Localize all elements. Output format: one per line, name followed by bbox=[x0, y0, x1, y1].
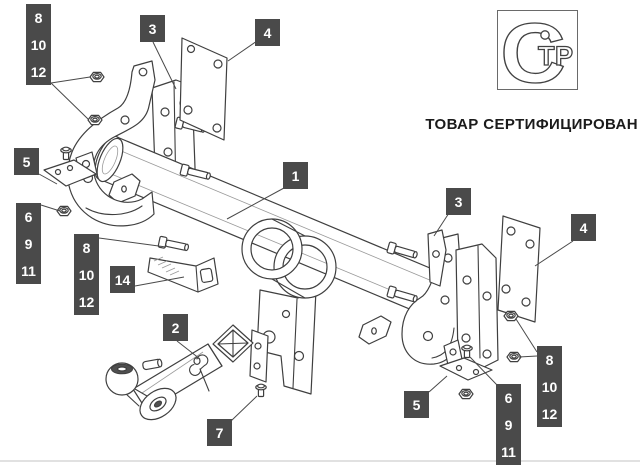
part-label-5: 5 bbox=[404, 391, 429, 418]
tube-clamp-collar bbox=[241, 218, 337, 299]
part-label-10: 10 bbox=[74, 261, 99, 288]
nut-right-lower bbox=[506, 351, 522, 363]
receiver-socket bbox=[212, 324, 254, 363]
nut-left-top-1 bbox=[89, 71, 105, 83]
part-label-8: 8 bbox=[26, 4, 51, 31]
tube-strap-clamp-left bbox=[108, 173, 141, 204]
part-label-11: 11 bbox=[496, 438, 521, 465]
part-label-7: 7 bbox=[207, 419, 232, 446]
part-label-11: 11 bbox=[16, 257, 41, 284]
part-label-14: 14 bbox=[110, 266, 135, 293]
part-label-3: 3 bbox=[446, 188, 471, 215]
logo-head-dot-icon bbox=[540, 30, 550, 40]
left-curved-bracket bbox=[67, 60, 156, 227]
nut-left-top-2 bbox=[87, 114, 103, 126]
receiver-flange bbox=[249, 329, 269, 383]
part-label-1: 1 bbox=[283, 162, 308, 189]
part-label-9: 9 bbox=[16, 230, 41, 257]
part-label-8: 8 bbox=[74, 234, 99, 261]
logo-border bbox=[497, 10, 578, 90]
ball-mount-boss bbox=[139, 387, 177, 421]
bolt-part-14 bbox=[157, 235, 191, 254]
screw-7 bbox=[255, 383, 267, 398]
part-label-5: 5 bbox=[14, 148, 39, 175]
nut-right-bracket bbox=[458, 388, 474, 400]
part-label-12: 12 bbox=[26, 58, 51, 85]
part-label-6: 6 bbox=[16, 203, 41, 230]
retainer-clip bbox=[189, 354, 210, 392]
part-label-10: 10 bbox=[26, 31, 51, 58]
logo-letter-c: С bbox=[500, 10, 566, 90]
part-label-2: 2 bbox=[163, 314, 188, 341]
right-mounting-plate bbox=[497, 215, 541, 323]
right-angle-bracket bbox=[439, 339, 493, 381]
certification-caption: ТОВАР СЕРТИФИЦИРОВАН bbox=[425, 116, 638, 133]
part-label-3: 3 bbox=[140, 15, 165, 42]
certification-logo: С ТР bbox=[497, 10, 578, 90]
right-channel-bracket bbox=[455, 243, 499, 373]
part-label-12: 12 bbox=[74, 288, 99, 315]
left-angle-bracket bbox=[43, 151, 98, 187]
tube-strap-clamp-right bbox=[358, 315, 392, 345]
part-label-8: 8 bbox=[537, 346, 562, 373]
leader-lines bbox=[38, 40, 574, 422]
logo-letters-tr: ТР bbox=[538, 41, 574, 71]
right-strap-bracket bbox=[427, 229, 447, 287]
part-label-4: 4 bbox=[571, 214, 596, 241]
towball bbox=[105, 362, 148, 407]
left-mounting-plate bbox=[179, 37, 228, 141]
stabilizer-bracket-14 bbox=[147, 256, 219, 293]
part-label-6: 6 bbox=[496, 384, 521, 411]
part-label-4: 4 bbox=[255, 19, 280, 46]
part-label-10: 10 bbox=[537, 373, 562, 400]
part-label-9: 9 bbox=[496, 411, 521, 438]
hitch-pin bbox=[142, 358, 163, 371]
part-label-12: 12 bbox=[537, 400, 562, 427]
